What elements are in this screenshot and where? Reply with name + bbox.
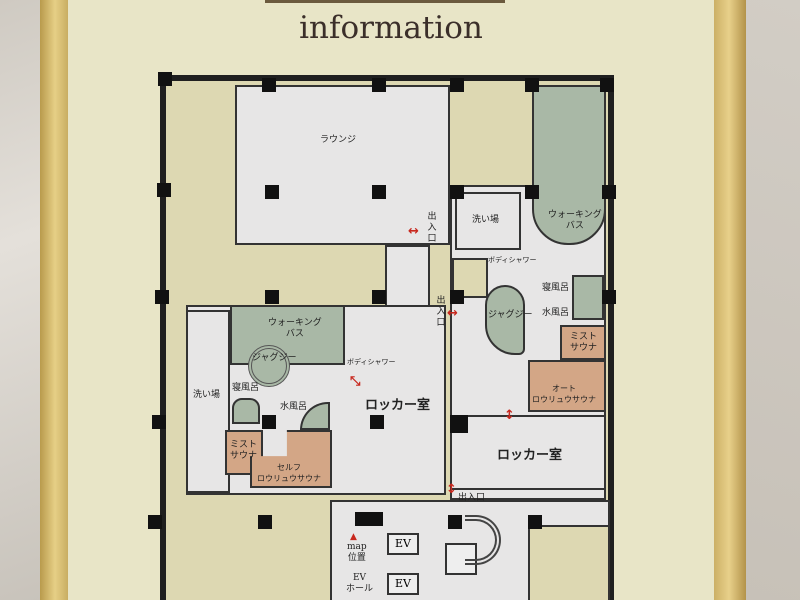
pillar	[372, 290, 386, 304]
entrance-label-1: 出入口	[427, 212, 437, 244]
map-position-marker-icon: ▲	[350, 532, 357, 542]
label: ホール	[346, 584, 374, 594]
body-shower-left-label: ボディシャワー	[347, 358, 396, 366]
cold-bath-right-label: 水風呂	[542, 308, 570, 318]
pillar	[600, 78, 614, 92]
pillar	[525, 78, 539, 92]
frame-left	[40, 0, 70, 600]
body-shower-right-label: ボディシャワー	[488, 256, 537, 264]
beige-room	[528, 525, 610, 600]
pillar	[152, 415, 166, 429]
sleeping-bath-left	[232, 398, 260, 424]
sign-top-bar	[265, 0, 505, 3]
locker-room-right	[450, 415, 606, 490]
sleeping-bath-left-label: 寝風呂	[232, 383, 260, 393]
label: サウナ	[230, 451, 258, 461]
pillar	[158, 72, 172, 86]
walking-bath-right	[532, 85, 606, 245]
label: バス	[565, 221, 584, 231]
self-loyly-label: セルフロウリュウサウナ	[257, 462, 321, 484]
jacuzzi-left	[248, 345, 290, 387]
elevator-1: EV	[387, 533, 419, 555]
label: ミスト	[570, 332, 598, 342]
jacuzzi-left-label: ジャグジー	[252, 353, 297, 363]
cold-bath-left-label: 水風呂	[280, 402, 308, 412]
entrance-label-3: 出入口	[458, 493, 486, 503]
wash-area-right	[455, 192, 521, 250]
pillar	[370, 415, 384, 429]
pillar	[372, 185, 386, 199]
walking-bath-right-label: ウォーキングバス	[548, 210, 602, 232]
pillar	[265, 185, 279, 199]
wash-area-left	[186, 310, 230, 493]
label: ロウリュウサウナ	[532, 395, 596, 404]
pillar	[450, 78, 464, 92]
mist-sauna-right-label: ミストサウナ	[570, 332, 597, 354]
pillar	[148, 515, 162, 529]
label: ウォーキング	[548, 210, 602, 220]
sleeping-bath-right-label: 寝風呂	[542, 283, 570, 293]
sleeping-bath-right	[572, 275, 604, 320]
pillar	[265, 290, 279, 304]
pillar	[262, 415, 276, 429]
entrance-arrow-icon: ↕	[504, 408, 515, 423]
entrance-label-2: 出入口	[436, 296, 446, 328]
entrance-arrow-icon: ↔	[408, 224, 419, 239]
wash-area-right-label: 洗い場	[472, 215, 500, 225]
jacuzzi-right-label: ジャグジー	[488, 310, 533, 320]
lounge-label: ラウンジ	[320, 135, 357, 145]
label: ウォーキング	[268, 318, 322, 328]
curved-counter	[465, 515, 501, 565]
label: ミスト	[230, 440, 258, 450]
wash-area-left-label: 洗い場	[193, 390, 221, 400]
pillar	[155, 290, 169, 304]
label: オート	[552, 384, 576, 393]
mist-sauna-right	[560, 325, 606, 360]
label: ロウリュウサウナ	[257, 474, 321, 483]
walking-bath-left	[230, 305, 345, 365]
pillar	[355, 512, 383, 526]
wall-right	[745, 0, 800, 600]
pillar	[450, 415, 468, 433]
label: セルフ	[277, 463, 301, 472]
pillar	[258, 515, 272, 529]
frame-right	[712, 0, 746, 600]
label: map	[347, 542, 367, 552]
entrance-arrow-icon: ↔	[447, 306, 458, 321]
pillar	[602, 290, 616, 304]
elevator-2: EV	[387, 573, 419, 595]
label: バス	[285, 329, 304, 339]
entrance-arrow-icon: ↕	[446, 482, 457, 497]
lounge-room	[235, 85, 450, 245]
entrance-arrow-icon: ⤡	[350, 374, 361, 389]
auto-loyly-sauna	[528, 360, 606, 412]
pillar	[372, 78, 386, 92]
locker-room-left-label: ロッカー室	[365, 398, 431, 413]
locker-room-right-label: ロッカー室	[497, 448, 563, 463]
pillar	[157, 183, 171, 197]
pillar	[450, 290, 464, 304]
pillar	[602, 185, 616, 199]
label: EV	[352, 573, 367, 583]
wall-left	[0, 0, 45, 600]
pillar	[448, 515, 462, 529]
jacuzzi-right	[485, 285, 525, 355]
pillar	[450, 185, 464, 199]
pillar	[525, 185, 539, 199]
pillar	[262, 78, 276, 92]
pillar	[528, 515, 542, 529]
mist-sauna-left-label: ミストサウナ	[230, 440, 257, 462]
walking-bath-left-label: ウォーキングバス	[268, 318, 322, 340]
label: サウナ	[570, 343, 598, 353]
storage	[452, 258, 488, 298]
auto-loyly-label: オートロウリュウサウナ	[532, 383, 596, 405]
label: 位置	[347, 553, 366, 563]
sign-title: information	[299, 10, 483, 46]
